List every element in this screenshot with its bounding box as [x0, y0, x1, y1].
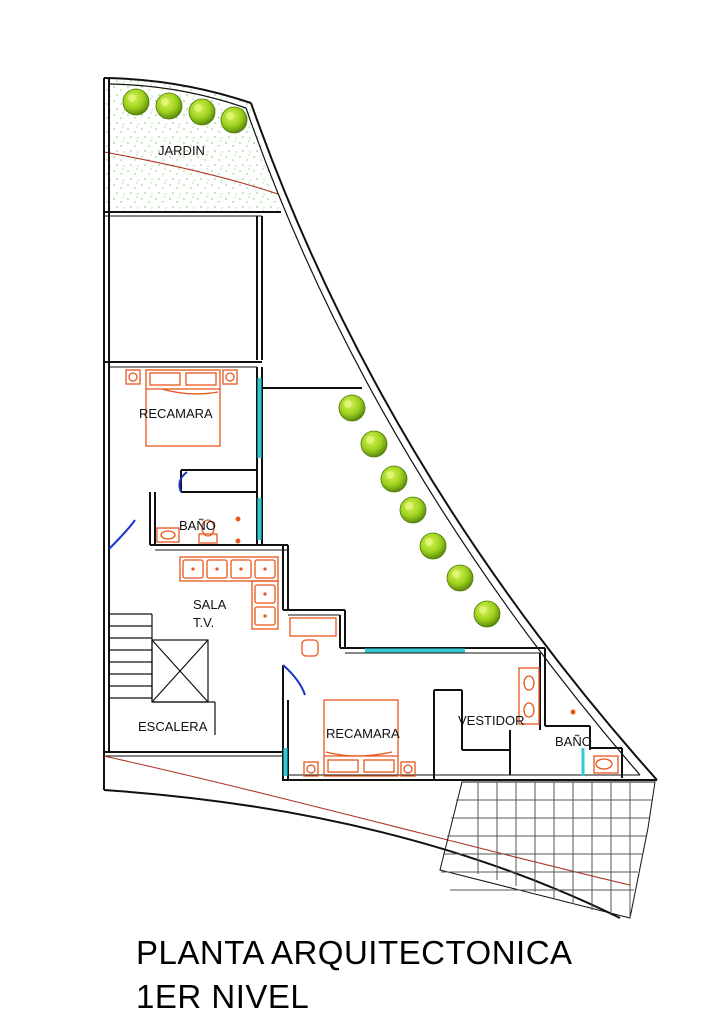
staircase: [109, 613, 216, 735]
plan-subtitle: 1ER NIVEL: [136, 978, 310, 1015]
room-label-bano-1: BAÑO: [179, 518, 216, 533]
property-line: [103, 755, 631, 886]
room-label-recamara-2: RECAMARA: [326, 726, 400, 741]
desk-icon: [289, 617, 337, 657]
room-label-bano-2: BAÑO: [555, 734, 592, 749]
sofa-icon: [179, 556, 279, 630]
room-label-tv: T.V.: [193, 615, 214, 630]
room-label-vestidor: VESTIDOR: [458, 713, 524, 728]
toilet-icon: [518, 667, 619, 774]
interior-walls: [104, 211, 623, 780]
double-bed-icon: [303, 699, 416, 777]
door-swings: [108, 471, 306, 696]
toilet-icon: [156, 516, 241, 544]
room-label-sala: SALA: [193, 597, 227, 612]
patio-tiles: [439, 781, 656, 919]
room-label-escalera: ESCALERA: [138, 719, 208, 734]
plan-title: PLANTA ARQUITECTONICA: [136, 934, 573, 971]
windows: [257, 378, 585, 776]
room-label-jardin: JARDIN: [158, 143, 205, 158]
room-label-recamara-1: RECAMARA: [139, 406, 213, 421]
double-bed-icon: [125, 369, 238, 447]
